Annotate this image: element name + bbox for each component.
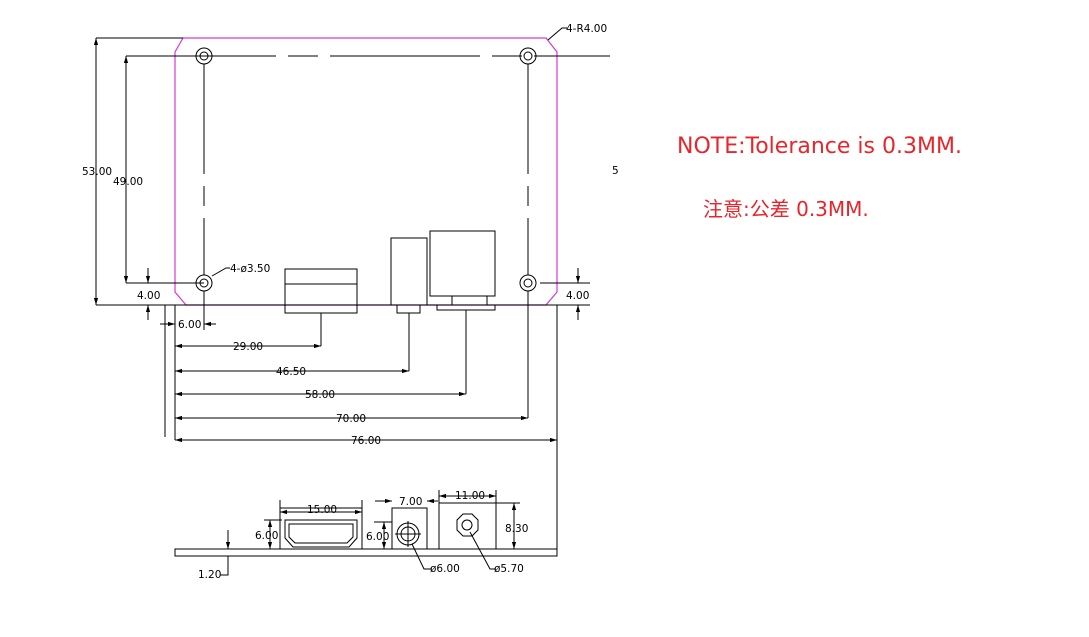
audio-jack <box>391 507 428 550</box>
stray-mark: 5 <box>612 165 619 177</box>
dim-width-46-5: 46.50 <box>276 366 306 378</box>
dim-hole-offset: 6.00 <box>178 319 201 331</box>
audio-jack-nozzle <box>396 304 421 314</box>
mounting-hole <box>519 274 537 292</box>
dim-hdmi-width: 15.00 <box>307 504 337 516</box>
side-board <box>174 548 558 557</box>
dim-edge-right: 4.00 <box>566 290 589 302</box>
side-view <box>174 490 558 576</box>
dc-jack-base <box>451 295 488 306</box>
dim-width-76: 76.00 <box>351 435 381 447</box>
dim-dc-width: 11.00 <box>455 490 485 502</box>
dc-jack <box>438 502 497 550</box>
audio-jack-outline <box>390 237 428 306</box>
dim-height-49: 49.00 <box>113 176 143 188</box>
hdmi-port-opening <box>284 519 358 548</box>
tolerance-note-chinese: 注意:公差 0.3MM. <box>703 197 869 221</box>
dc-jack-foot <box>436 304 496 311</box>
dim-jack-diameter: ø6.00 <box>430 563 460 575</box>
dim-board-thickness: 1.20 <box>198 569 221 581</box>
dim-width-58: 58.00 <box>305 389 335 401</box>
dim-jack-height: 6.00 <box>366 531 389 543</box>
dim-dc-diameter: ø5.70 <box>494 563 524 575</box>
dc-jack-outline <box>429 230 496 297</box>
top-view <box>93 27 610 556</box>
dim-hdmi-height: 6.00 <box>255 530 278 542</box>
mounting-hole <box>519 47 537 65</box>
dim-edge-left: 4.00 <box>137 290 160 302</box>
dim-height-53: 53.00 <box>82 166 112 178</box>
dim-dc-height: 8.30 <box>505 523 528 535</box>
dim-corner-radius: 4-R4.00 <box>566 23 607 35</box>
tolerance-note-english: NOTE:Tolerance is 0.3MM. <box>677 134 962 159</box>
dim-jack-width: 7.00 <box>399 496 422 508</box>
hdmi-connector-outline <box>284 268 358 314</box>
dim-width-70: 70.00 <box>336 413 366 425</box>
hdmi-port <box>279 507 363 550</box>
dim-width-29: 29.00 <box>233 341 263 353</box>
dim-hole-diameter: 4-ø3.50 <box>230 263 270 275</box>
mounting-hole <box>195 47 213 65</box>
